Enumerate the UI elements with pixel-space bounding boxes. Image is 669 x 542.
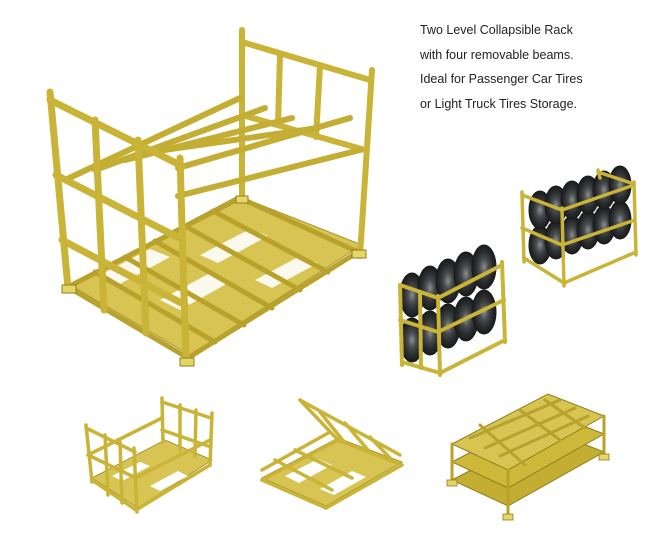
caption-line-2: with four removable beams. xyxy=(420,47,574,62)
caption-line-1: Two Level Collapsible Rack xyxy=(420,23,573,37)
rack-folding xyxy=(260,398,404,510)
collapsible-rack-main xyxy=(46,27,375,367)
caption-line-4: or Light Truck Tires Storage. xyxy=(420,96,578,111)
product-caption: Two Level Collapsible Rack with four rem… xyxy=(420,18,660,116)
caption-line-3: Ideal for Passenger Car Tires xyxy=(420,72,583,86)
rack-loaded-with-tires-small xyxy=(520,165,638,288)
rack-open-small xyxy=(84,396,214,514)
racks-folded-stacked xyxy=(446,393,610,521)
rack-loaded-with-tires-large xyxy=(398,244,507,377)
